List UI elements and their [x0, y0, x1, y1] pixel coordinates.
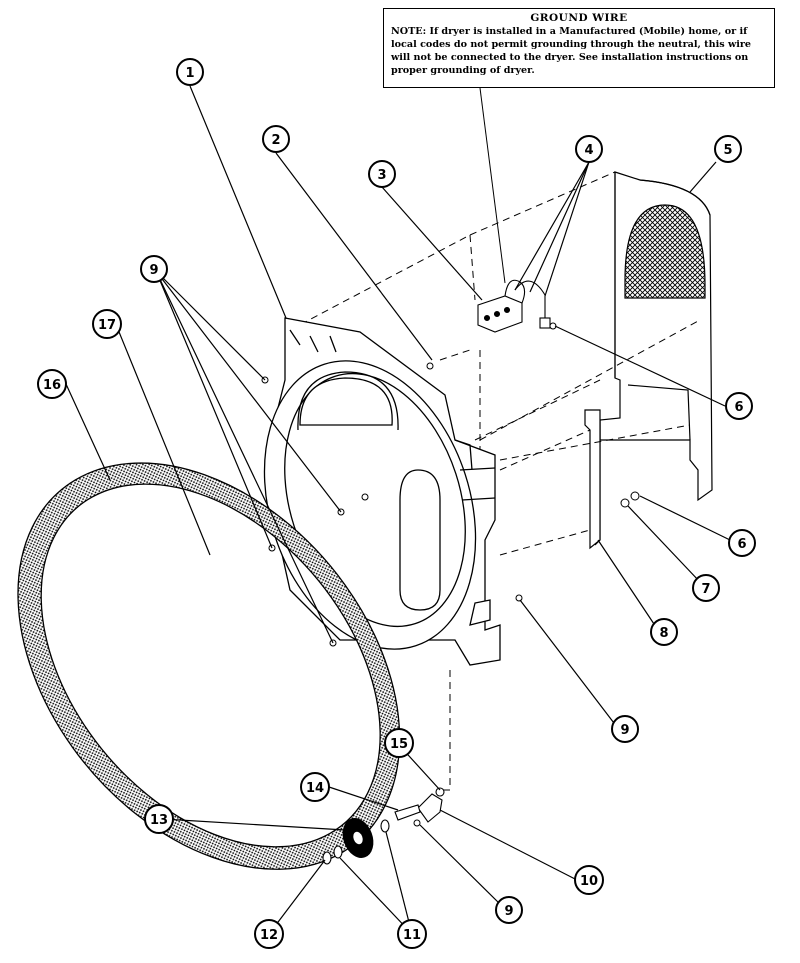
- callout-6a: 6: [725, 392, 753, 420]
- note-text: If dryer is installed in a Manufactured …: [391, 26, 752, 76]
- bracket: [584, 409, 601, 550]
- svg-text:3: 3: [377, 168, 386, 183]
- svg-text:8: 8: [659, 626, 668, 641]
- svg-text:6: 6: [737, 537, 746, 552]
- callouts: 1 2 3 4 5 6 6 7 8 9 9 9 9 10 11 12 13 14…: [37, 58, 756, 949]
- svg-text:14: 14: [306, 781, 324, 796]
- callout-2: 2: [262, 125, 290, 153]
- alignment-dashed-lines: [289, 171, 701, 791]
- callout-9c: 9: [495, 896, 523, 924]
- svg-text:11: 11: [403, 928, 421, 943]
- callout-leaders: [65, 85, 731, 935]
- screws: [261, 322, 640, 827]
- front-bulkhead: [263, 317, 501, 666]
- svg-text:2: 2: [271, 133, 280, 148]
- svg-text:17: 17: [98, 318, 116, 333]
- svg-text:9: 9: [149, 263, 158, 278]
- callout-14: 14: [300, 772, 330, 802]
- callout-3: 3: [368, 160, 396, 188]
- svg-text:13: 13: [150, 813, 168, 828]
- note-body: NOTE: If dryer is installed in a Manufac…: [391, 25, 767, 77]
- callout-5: 5: [714, 135, 742, 163]
- svg-text:9: 9: [620, 723, 629, 738]
- callout-1: 1: [176, 58, 204, 86]
- roller-assembly: [322, 787, 445, 865]
- callout-13: 13: [144, 804, 174, 834]
- svg-text:6: 6: [734, 400, 743, 415]
- svg-text:7: 7: [701, 582, 710, 597]
- callout-9b: 9: [611, 715, 639, 743]
- svg-text:5: 5: [723, 143, 732, 158]
- callout-12: 12: [254, 919, 284, 949]
- svg-text:9: 9: [504, 904, 513, 919]
- svg-text:4: 4: [584, 143, 593, 158]
- callout-17: 17: [92, 309, 122, 339]
- callout-7: 7: [692, 574, 720, 602]
- note-title: GROUND WIRE: [530, 12, 628, 24]
- callout-9a: 9: [140, 255, 168, 283]
- door-seal-ring: [17, 462, 401, 870]
- terminal-block: [477, 279, 551, 333]
- callout-10: 10: [574, 865, 604, 895]
- rear-panel: [594, 171, 713, 546]
- svg-text:16: 16: [43, 378, 61, 393]
- svg-text:15: 15: [390, 737, 408, 752]
- note-leader-line: [479, 87, 506, 284]
- callout-15: 15: [384, 728, 414, 758]
- callout-8: 8: [650, 618, 678, 646]
- callout-11: 11: [397, 919, 427, 949]
- svg-text:12: 12: [260, 928, 278, 943]
- svg-text:10: 10: [580, 874, 598, 889]
- note-label: NOTE:: [391, 26, 427, 37]
- callout-16: 16: [37, 369, 67, 399]
- svg-text:1: 1: [185, 66, 194, 81]
- callout-6b: 6: [728, 529, 756, 557]
- callout-4: 4: [575, 135, 603, 163]
- ground-wire-note: GROUND WIRE NOTE: If dryer is installed …: [383, 8, 775, 88]
